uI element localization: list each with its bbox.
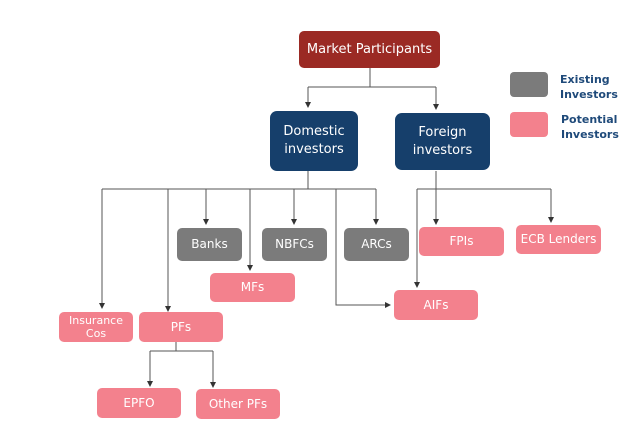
node-label: ECB Lenders [520,232,597,246]
node-label: Other PFs [208,396,268,411]
node-insurance-cos: Insurance Cos [59,312,133,342]
edge-root-bus [308,68,436,88]
edge-domestic-bus [102,171,376,190]
node-label: PFs [170,319,192,334]
node-ecb-lenders: ECB Lenders [516,225,601,254]
node-mfs: MFs [210,273,295,302]
node-label: AIFs [423,297,449,312]
node-domestic-investors: Domestic investors [270,111,358,171]
edge-domestic-aifs [335,189,391,308]
node-epfo: EPFO [97,388,181,418]
edge-pfs-bus [150,342,213,352]
node-label: Foreign investors [412,124,473,158]
node-foreign-investors: Foreign investors [395,113,490,170]
node-pfs: PFs [139,312,223,342]
node-arcs: ARCs [344,228,409,261]
node-label: EPFO [123,395,155,410]
node-label: Domestic investors [283,124,345,157]
legend-label-existing: Existing Investors [560,73,618,101]
node-market-participants: Market Participants [299,31,440,68]
node-label: MFs [240,280,265,294]
node-nbfcs: NBFCs [262,228,327,261]
node-label: ARCs [361,237,392,251]
edge-foreign-bus [417,171,551,190]
node-label: Insurance Cos [69,314,123,340]
node-label: Market Participants [306,42,433,57]
node-banks: Banks [177,228,242,261]
legend-label-potential: Potential Investors [561,113,619,141]
legend-swatch-existing [510,72,548,97]
node-fpis: FPIs [419,227,504,256]
node-label: NBFCs [275,237,314,251]
node-aifs: AIFs [394,290,478,320]
node-label: FPIs [449,234,474,248]
legend-swatch-potential [510,112,548,137]
node-other-pfs: Other PFs [196,389,280,419]
node-label: Banks [191,237,228,251]
